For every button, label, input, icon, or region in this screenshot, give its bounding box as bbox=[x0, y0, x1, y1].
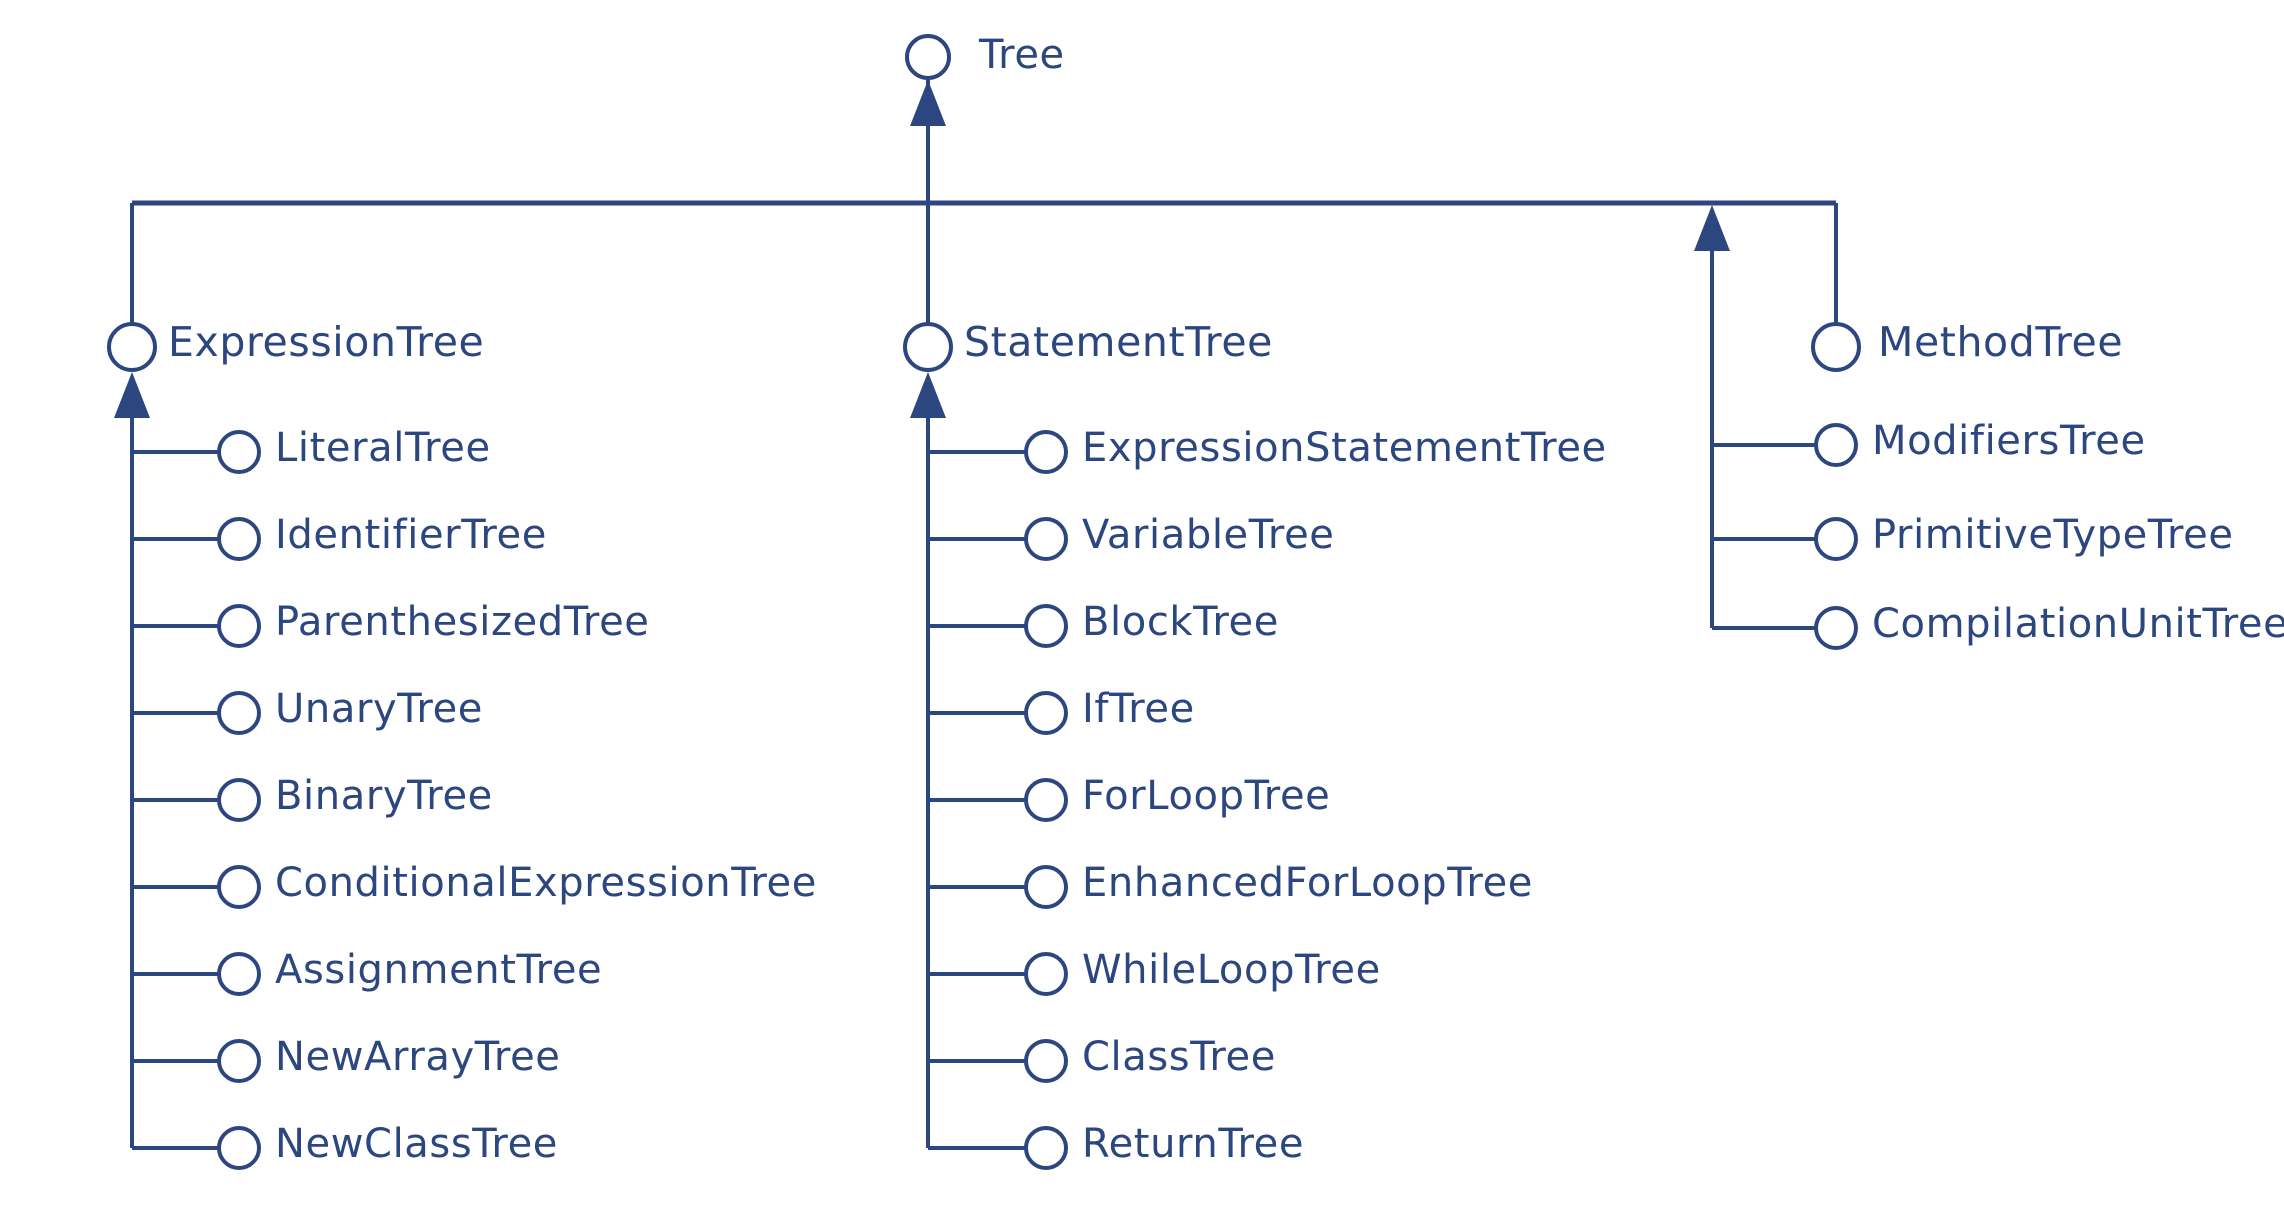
node-circle-variable-tree[interactable] bbox=[1024, 517, 1068, 561]
generalization-arrow-to-expression-tree bbox=[114, 372, 150, 418]
node-circle-statement-tree[interactable] bbox=[903, 322, 953, 372]
node-label-method-tree: MethodTree bbox=[1878, 318, 2123, 366]
node-label-expression-statement-tree: ExpressionStatementTree bbox=[1082, 425, 1607, 471]
node-label-expression-tree: ExpressionTree bbox=[168, 318, 484, 366]
node-label-conditional-expression-tree: ConditionalExpressionTree bbox=[275, 860, 817, 906]
node-circle-class-tree[interactable] bbox=[1024, 1039, 1068, 1083]
node-circle-expression-tree[interactable] bbox=[107, 322, 157, 372]
node-label-for-loop-tree: ForLoopTree bbox=[1082, 773, 1330, 819]
node-label-if-tree: IfTree bbox=[1082, 686, 1195, 732]
node-circle-new-class-tree[interactable] bbox=[217, 1126, 261, 1170]
node-circle-assignment-tree[interactable] bbox=[217, 952, 261, 996]
node-circle-conditional-expression-tree[interactable] bbox=[217, 865, 261, 909]
node-circle-modifiers-tree[interactable] bbox=[1814, 423, 1858, 467]
node-circle-literal-tree[interactable] bbox=[217, 430, 261, 474]
node-label-modifiers-tree: ModifiersTree bbox=[1872, 418, 2146, 464]
node-circle-binary-tree[interactable] bbox=[217, 778, 261, 822]
node-circle-primitive-type-tree[interactable] bbox=[1814, 517, 1858, 561]
node-label-unary-tree: UnaryTree bbox=[275, 686, 483, 732]
node-label-tree: Tree bbox=[978, 32, 1065, 78]
node-label-assignment-tree: AssignmentTree bbox=[275, 947, 602, 993]
edges-layer bbox=[114, 78, 1838, 1150]
node-label-primitive-type-tree: PrimitiveTypeTree bbox=[1872, 512, 2234, 558]
node-circle-unary-tree[interactable] bbox=[217, 691, 261, 735]
node-circle-block-tree[interactable] bbox=[1024, 604, 1068, 648]
node-label-block-tree: BlockTree bbox=[1082, 599, 1279, 645]
node-label-statement-tree: StatementTree bbox=[964, 318, 1273, 366]
node-circle-while-loop-tree[interactable] bbox=[1024, 952, 1068, 996]
node-label-compilation-unit-tree: CompilationUnitTree bbox=[1872, 601, 2284, 647]
node-circle-enhanced-for-loop-tree[interactable] bbox=[1024, 865, 1068, 909]
node-circle-new-array-tree[interactable] bbox=[217, 1039, 261, 1083]
node-circle-method-tree[interactable] bbox=[1811, 322, 1861, 372]
node-label-new-class-tree: NewClassTree bbox=[275, 1121, 558, 1167]
generalization-arrow-to-tree bbox=[910, 80, 946, 126]
node-circle-parenthesized-tree[interactable] bbox=[217, 604, 261, 648]
node-circle-expression-statement-tree[interactable] bbox=[1024, 430, 1068, 474]
node-label-while-loop-tree: WhileLoopTree bbox=[1082, 947, 1381, 993]
node-circle-compilation-unit-tree[interactable] bbox=[1814, 606, 1858, 650]
node-label-return-tree: ReturnTree bbox=[1082, 1121, 1304, 1167]
generalization-arrow-to-statement-tree bbox=[910, 372, 946, 418]
node-label-variable-tree: VariableTree bbox=[1082, 512, 1335, 558]
node-circle-for-loop-tree[interactable] bbox=[1024, 778, 1068, 822]
node-label-new-array-tree: NewArrayTree bbox=[275, 1034, 561, 1080]
node-circle-return-tree[interactable] bbox=[1024, 1126, 1068, 1170]
node-label-class-tree: ClassTree bbox=[1082, 1034, 1276, 1080]
generalization-arrow-to-method-tree bbox=[1694, 205, 1730, 251]
node-label-parenthesized-tree: ParenthesizedTree bbox=[275, 599, 650, 645]
nodes-layer: TreeExpressionTreeLiteralTreeIdentifierT… bbox=[107, 32, 2284, 1170]
node-label-enhanced-for-loop-tree: EnhancedForLoopTree bbox=[1082, 860, 1533, 906]
node-circle-tree[interactable] bbox=[905, 34, 951, 80]
node-label-identifier-tree: IdentifierTree bbox=[275, 512, 547, 558]
node-label-binary-tree: BinaryTree bbox=[275, 773, 493, 819]
node-label-literal-tree: LiteralTree bbox=[275, 425, 491, 471]
node-circle-identifier-tree[interactable] bbox=[217, 517, 261, 561]
node-circle-if-tree[interactable] bbox=[1024, 691, 1068, 735]
